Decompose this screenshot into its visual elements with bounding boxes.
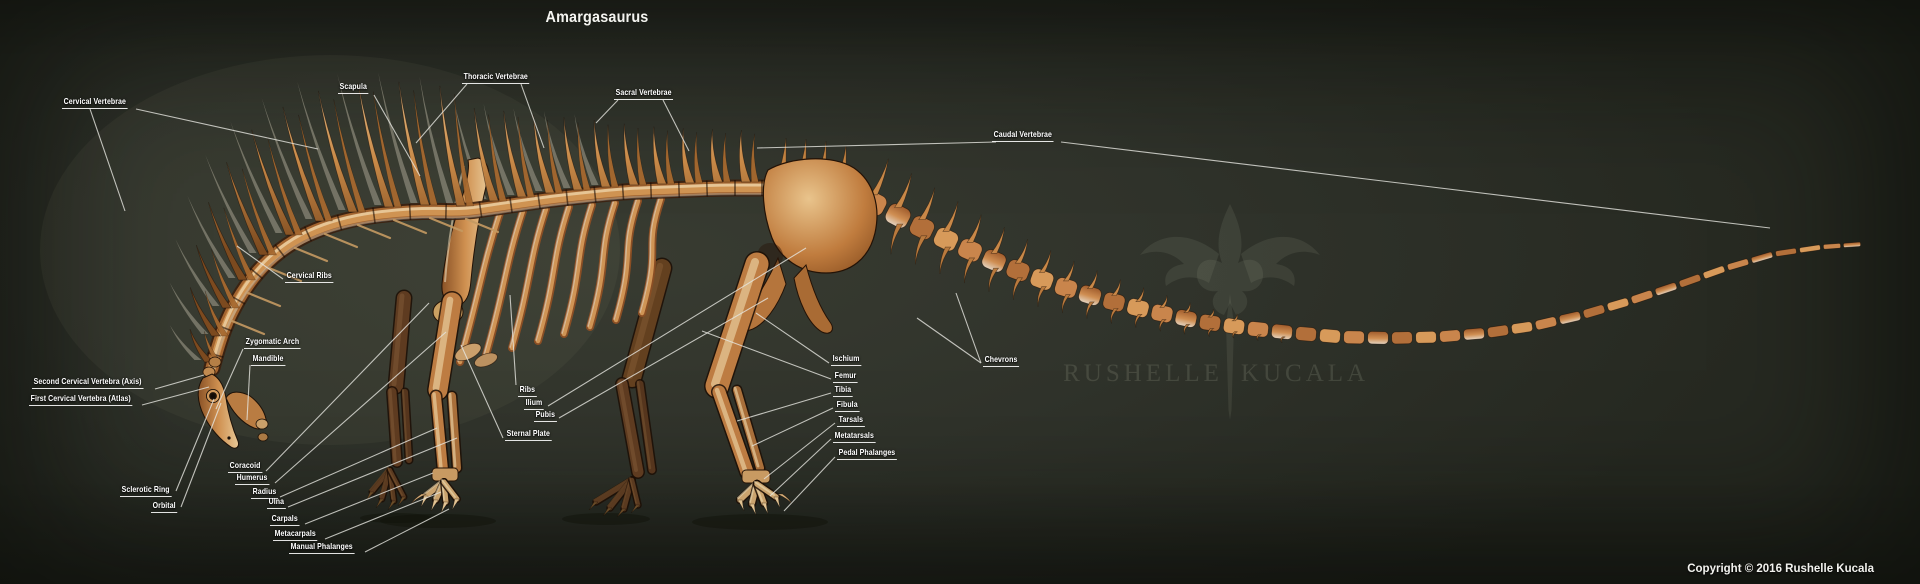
- pointer-lines-layer: [89, 83, 1771, 553]
- near-front-leg-group: [410, 291, 463, 514]
- anatomy-label-orbital: Orbital: [151, 501, 178, 513]
- anatomy-label-first-cervical-vertebra-atlas: First Cervical Vertebra (Atlas): [29, 394, 133, 406]
- ground-shadows: [360, 513, 828, 530]
- anatomy-label-tibia: Tibia: [833, 385, 853, 397]
- anatomy-label-tarsals: Tarsals: [837, 415, 865, 427]
- anatomy-label-thoracic-vertebrae: Thoracic Vertebrae: [462, 72, 530, 84]
- anatomy-label-radius: Radius: [251, 487, 279, 499]
- anatomy-label-carpals: Carpals: [270, 514, 300, 526]
- anatomy-label-ulna: Ulna: [267, 497, 286, 509]
- anatomy-label-cervical-vertebrae: Cervical Vertebrae: [62, 97, 128, 109]
- anatomy-label-humerus: Humerus: [235, 473, 270, 485]
- anatomy-label-sternal-plate: Sternal Plate: [505, 429, 552, 441]
- anatomy-label-caudal-vertebrae: Caudal Vertebrae: [992, 130, 1054, 142]
- pelvis-group: [740, 158, 878, 334]
- anatomy-label-manual-phalanges: Manual Phalanges: [289, 542, 355, 554]
- watermark: Rushelle Kucala: [1063, 204, 1369, 420]
- anatomy-label-pedal-phalanges: Pedal Phalanges: [837, 448, 897, 460]
- anatomy-label-metatarsals: Metatarsals: [833, 431, 876, 443]
- watermark-first-name: Rushelle: [1063, 360, 1223, 387]
- anatomy-label-ribs: Ribs: [518, 385, 537, 397]
- anatomy-label-chevrons: Chevrons: [983, 355, 1020, 367]
- anatomy-label-fibula: Fibula: [835, 400, 860, 412]
- anatomy-label-ilium: Ilium: [524, 398, 544, 410]
- anatomy-label-zygomatic-arch: Zygomatic Arch: [244, 337, 301, 349]
- anatomy-label-metacarpals: Metacarpals: [273, 529, 318, 541]
- anatomy-label-mandible: Mandible: [251, 354, 286, 366]
- anatomy-label-second-cervical-vertebra-axis: Second Cervical Vertebra (Axis): [32, 377, 144, 389]
- tail-group: [860, 158, 1862, 345]
- anatomy-label-coracoid: Coracoid: [228, 461, 263, 473]
- anatomy-label-ischium: Ischium: [831, 354, 862, 366]
- anatomy-label-pubis: Pubis: [534, 410, 557, 422]
- anatomy-label-sclerotic-ring: Sclerotic Ring: [120, 485, 172, 497]
- anatomy-label-scapula: Scapula: [338, 82, 369, 94]
- page-title: Amargasaurus: [545, 9, 649, 26]
- copyright-text: Copyright © 2016 Rushelle Kucala: [1687, 563, 1874, 575]
- anatomy-label-femur: Femur: [833, 371, 858, 383]
- near-hind-leg-group: [704, 251, 793, 516]
- anatomy-label-sacral-vertebrae: Sacral Vertebrae: [614, 88, 674, 100]
- far-side-limbs: [365, 257, 673, 518]
- watermark-last-name: Kucala: [1241, 360, 1369, 387]
- anatomy-label-cervical-ribs: Cervical Ribs: [285, 271, 334, 283]
